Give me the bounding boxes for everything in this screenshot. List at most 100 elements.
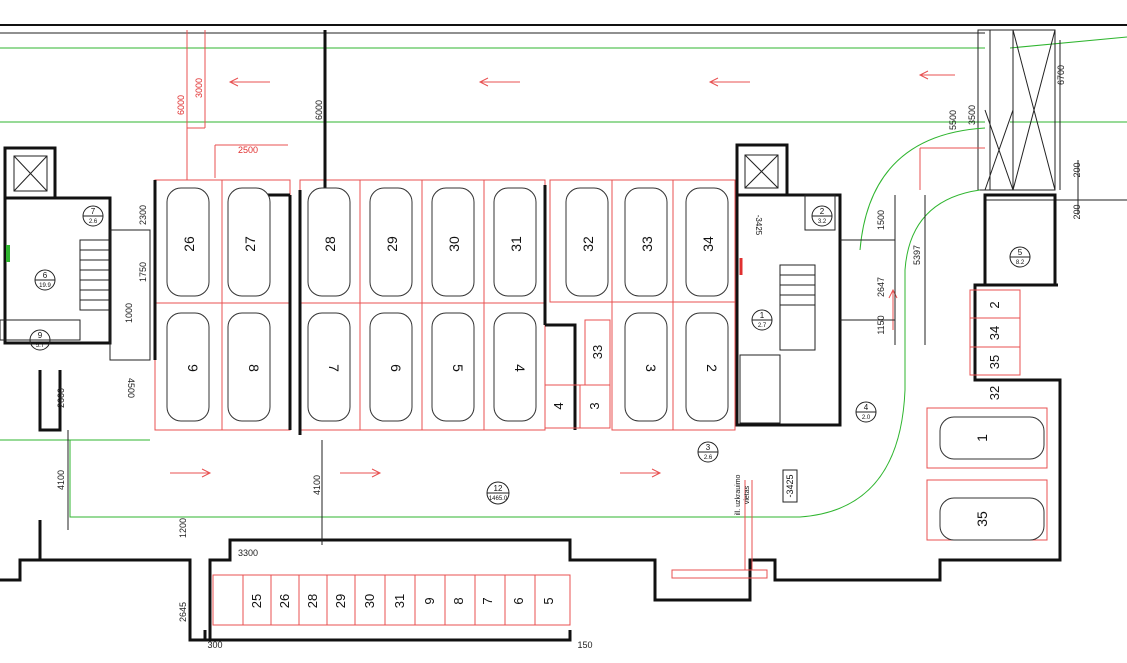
room-tag: 7 2.6	[82, 205, 104, 227]
room-tag: 3 2.6	[697, 441, 719, 463]
svg-text:9: 9	[38, 331, 43, 340]
svg-text:1465.0: 1465.0	[489, 496, 508, 502]
bay-number: 9	[185, 364, 201, 372]
svg-text:300: 300	[207, 640, 222, 650]
ramp-curve-line	[859, 127, 986, 251]
svg-text:200: 200	[1072, 162, 1082, 177]
direction-arrows	[170, 70, 955, 478]
svg-text:5: 5	[1018, 248, 1023, 257]
room-tag: 5 8.2	[1009, 246, 1031, 268]
svg-text:8.2: 8.2	[1016, 260, 1025, 266]
room-tag: 12 1465.0	[486, 481, 510, 505]
level-marker: -3425	[782, 469, 798, 503]
svg-text:4500: 4500	[126, 378, 136, 398]
bay-number: 30	[446, 236, 462, 252]
bay-number: 7	[326, 364, 342, 372]
room-tag: 4 2.0	[855, 401, 877, 423]
svg-text:1150: 1150	[876, 315, 886, 334]
bay-number: 34	[987, 326, 1002, 340]
svg-text:4: 4	[864, 403, 869, 412]
svg-text:2300: 2300	[138, 205, 148, 225]
bay-number: 8	[246, 364, 262, 372]
bay-number: 9	[422, 597, 437, 604]
red-dimensions	[186, 30, 985, 190]
svg-text:3300: 3300	[238, 548, 258, 558]
bay-number: 3	[643, 364, 659, 372]
svg-text:5397: 5397	[912, 245, 922, 265]
storage-note: ill. uzkrauimo vietas	[735, 474, 751, 515]
hatched-zone	[671, 480, 768, 579]
svg-text:2500: 2500	[238, 145, 258, 155]
bay-number: 31	[392, 594, 407, 608]
bay-number: 8	[451, 597, 466, 604]
svg-text:150: 150	[577, 640, 592, 650]
svg-text:4100: 4100	[312, 475, 322, 495]
room-tag: 9 5.7	[29, 329, 51, 351]
svg-text:6000: 6000	[314, 100, 324, 120]
svg-text:1000: 1000	[124, 303, 134, 323]
svg-text:3: 3	[706, 443, 711, 452]
svg-text:5500: 5500	[948, 110, 958, 130]
bay-number: 1	[974, 434, 990, 442]
bay-number: 2	[704, 364, 720, 372]
svg-text:12: 12	[494, 484, 503, 493]
bay-number: 4	[551, 402, 566, 409]
bay-number: 5	[541, 597, 556, 604]
bay-number: 34	[700, 236, 716, 252]
bay-number: 35	[974, 511, 990, 527]
upper-row-bottom-labels: 9 8 7 6 5 4 3 2	[185, 364, 720, 372]
bay-number: 28	[322, 236, 338, 252]
svg-text:3000: 3000	[194, 78, 204, 98]
svg-text:ill. uzkrauimo: ill. uzkrauimo	[735, 474, 742, 515]
dimension-lines	[67, 40, 1079, 545]
svg-text:3.2: 3.2	[818, 219, 827, 225]
dimension-labels: 6000 3000 6000 2500 5500 3500 6700 200 2…	[56, 65, 1082, 650]
level-marker: -3425	[754, 215, 763, 236]
bay-number: 33	[639, 236, 655, 252]
svg-text:19.9: 19.9	[39, 283, 51, 289]
middle-small-bays: 33 4 3	[544, 319, 611, 429]
right-stair-core	[735, 143, 842, 427]
bay-number: 33	[590, 345, 605, 359]
svg-text:2.0: 2.0	[862, 415, 871, 421]
bottom-small-bays: 25 26 28 29 30 31 9 8 7 6 5	[212, 574, 571, 626]
bay-number: 30	[362, 594, 377, 608]
svg-text:6700: 6700	[1056, 65, 1066, 85]
bay-number: 27	[242, 236, 258, 252]
bay-number: 29	[384, 236, 400, 252]
svg-text:4100: 4100	[56, 470, 66, 490]
upper-cars	[166, 187, 729, 422]
bay-number: 31	[508, 236, 524, 252]
bay-number: 28	[305, 594, 320, 608]
svg-text:7: 7	[91, 207, 96, 216]
upper-row-top-labels: 26 27 28 29 30 31 32 33 34	[181, 236, 716, 252]
svg-text:5.7: 5.7	[36, 343, 45, 349]
bay-number: 5	[450, 364, 466, 372]
room-tag: 2 3.2	[811, 205, 833, 227]
svg-text:3500: 3500	[967, 105, 977, 125]
svg-text:-3425: -3425	[754, 215, 763, 236]
bay-number: 6	[511, 597, 526, 604]
room-tag: 1 2.7	[751, 309, 773, 331]
svg-text:1: 1	[760, 311, 765, 320]
bay-number: 35	[987, 355, 1002, 369]
bay-number: 26	[181, 236, 197, 252]
svg-text:2645: 2645	[178, 602, 188, 622]
bay-number: 3	[587, 402, 602, 409]
drive-aisle-line	[0, 189, 981, 518]
svg-text:-3425: -3425	[785, 474, 795, 497]
svg-text:6000: 6000	[176, 95, 186, 115]
bay-number: 2	[987, 301, 1002, 308]
svg-text:2.6: 2.6	[704, 455, 713, 461]
right-cars: 1 35	[926, 407, 1048, 541]
svg-text:6: 6	[43, 271, 48, 280]
svg-text:2647: 2647	[876, 277, 886, 297]
bay-number: 4	[512, 364, 528, 372]
svg-text:200: 200	[1072, 204, 1082, 219]
bay-number: 25	[249, 594, 264, 608]
svg-text:2: 2	[820, 207, 825, 216]
bay-number: 32	[987, 386, 1002, 400]
svg-text:1500: 1500	[876, 210, 886, 230]
svg-text:2600: 2600	[56, 388, 66, 408]
